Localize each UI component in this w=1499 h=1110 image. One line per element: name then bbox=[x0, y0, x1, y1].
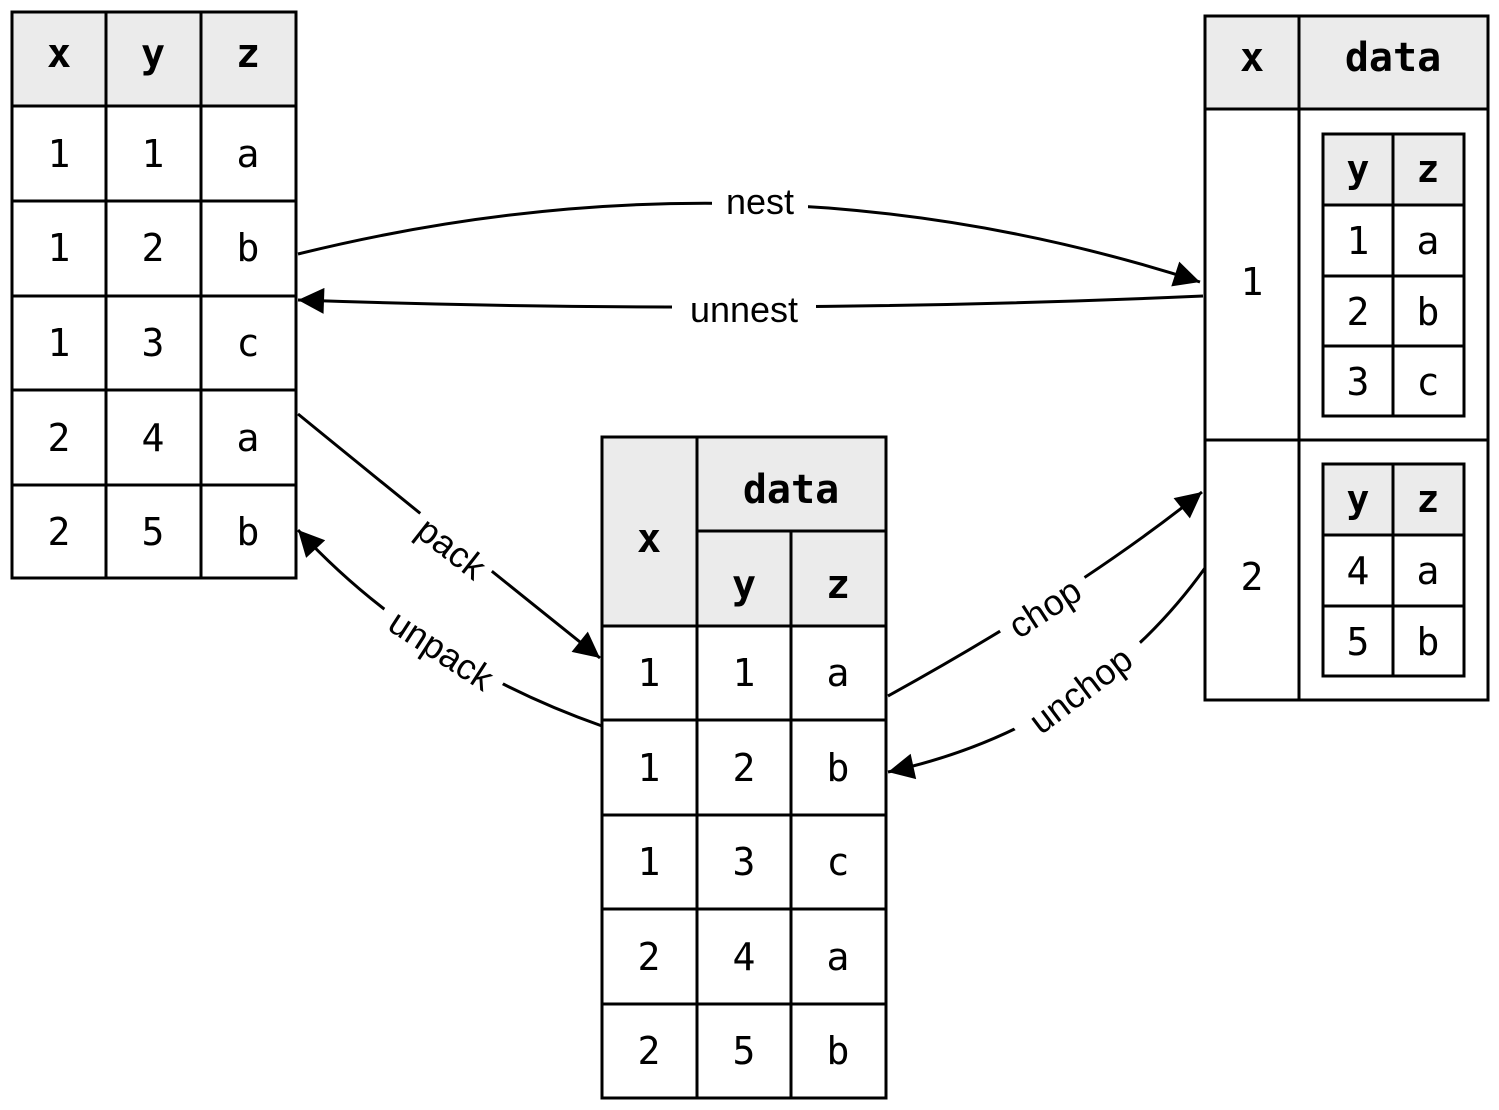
original-cell: 4 bbox=[142, 416, 165, 460]
nested-table: x data 1 y z 1 a 2 b 3 c 2 y bbox=[1203, 14, 1490, 702]
original-cell: 1 bbox=[48, 226, 71, 270]
original-header-z: z bbox=[236, 31, 260, 77]
nest-label: nest bbox=[726, 181, 794, 222]
original-cell: 1 bbox=[142, 132, 165, 176]
original-cell: 3 bbox=[142, 321, 165, 365]
inner-table-group-1: y z 1 a 2 b 3 c bbox=[1321, 132, 1466, 418]
inner-cell: a bbox=[1417, 219, 1440, 263]
packed-cell: 1 bbox=[638, 746, 661, 790]
original-cell: 1 bbox=[48, 132, 71, 176]
packed-cell: 4 bbox=[733, 935, 756, 979]
inner-cell: b bbox=[1417, 290, 1440, 334]
nested-group-x: 2 bbox=[1241, 555, 1264, 599]
inner-cell: 1 bbox=[1347, 219, 1370, 263]
inner-header-z: z bbox=[1417, 147, 1440, 191]
unchop-label: unchop bbox=[1021, 638, 1140, 742]
inner-table-group-2: y z 4 a 5 b bbox=[1321, 462, 1466, 678]
original-table: x y z 1 1 a 1 2 b 1 3 c 2 4 a 2 5 b bbox=[10, 10, 298, 580]
inner-cell: b bbox=[1417, 620, 1440, 664]
packed-cell: a bbox=[827, 651, 850, 695]
original-table-header-bg bbox=[12, 12, 296, 106]
original-cell: a bbox=[237, 416, 260, 460]
inner-cell: 2 bbox=[1347, 290, 1370, 334]
nested-group-x: 1 bbox=[1241, 260, 1264, 304]
original-cell: c bbox=[237, 321, 260, 365]
packed-table: x data y z 1 1 a 1 2 b 1 3 c 2 4 a 2 5 b bbox=[600, 435, 888, 1100]
packed-cell: 2 bbox=[638, 935, 661, 979]
inner-cell: c bbox=[1417, 360, 1440, 404]
packed-cell: c bbox=[827, 840, 850, 884]
inner-cell: 3 bbox=[1347, 360, 1370, 404]
packed-cell: 5 bbox=[733, 1029, 756, 1073]
packed-cell: 1 bbox=[733, 651, 756, 695]
inner-cell: a bbox=[1417, 549, 1440, 593]
packed-cell: 1 bbox=[638, 840, 661, 884]
packed-subheader-y: y bbox=[732, 562, 756, 608]
inner-header-y: y bbox=[1347, 147, 1370, 191]
nested-header-data: data bbox=[1345, 35, 1441, 81]
original-header-x: x bbox=[47, 31, 71, 77]
original-cell: 2 bbox=[48, 416, 71, 460]
inner-cell: 4 bbox=[1347, 549, 1370, 593]
original-cell: 1 bbox=[48, 321, 71, 365]
packed-header-data: data bbox=[743, 467, 839, 513]
packed-cell: 2 bbox=[638, 1029, 661, 1073]
packed-subheader-z: z bbox=[826, 562, 850, 608]
packed-cell: 3 bbox=[733, 840, 756, 884]
nested-header-x: x bbox=[1240, 35, 1264, 81]
packed-cell: b bbox=[827, 1029, 850, 1073]
original-cell: b bbox=[237, 226, 260, 270]
packed-cell: 1 bbox=[638, 651, 661, 695]
packed-cell: b bbox=[827, 746, 850, 790]
packed-cell: 2 bbox=[733, 746, 756, 790]
unnest-label: unnest bbox=[690, 289, 798, 330]
nested-table-border bbox=[1203, 14, 1490, 702]
original-cell: 2 bbox=[142, 226, 165, 270]
unnest-arrow: unnest bbox=[297, 287, 1204, 332]
chop-arrow: chop bbox=[887, 490, 1203, 698]
original-cell: b bbox=[237, 510, 260, 554]
nested-table-header-bg bbox=[1205, 16, 1488, 109]
original-cell: 2 bbox=[48, 510, 71, 554]
packed-header-x: x bbox=[637, 516, 661, 562]
inner-header-y: y bbox=[1347, 477, 1370, 521]
original-header-y: y bbox=[141, 31, 165, 77]
pack-arrow: pack bbox=[297, 412, 601, 660]
packed-cell: a bbox=[827, 935, 850, 979]
inner-cell: 5 bbox=[1347, 620, 1370, 664]
original-cell: a bbox=[237, 132, 260, 176]
original-cell: 5 bbox=[142, 510, 165, 554]
inner-header-z: z bbox=[1417, 477, 1440, 521]
packed-table-border bbox=[600, 435, 888, 1100]
nest-arrow: nest bbox=[297, 178, 1201, 287]
